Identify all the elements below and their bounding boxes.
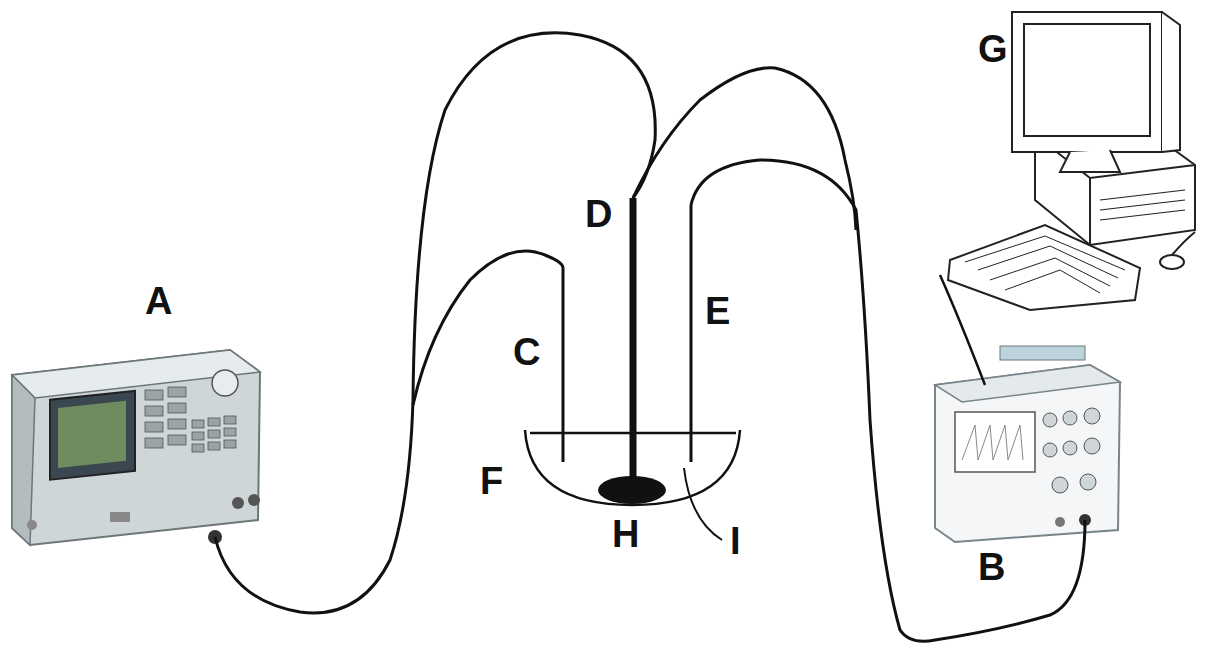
cable [940, 275, 985, 385]
function-generator [12, 350, 260, 545]
part-letter: A [145, 282, 172, 320]
oscilloscope [935, 346, 1120, 542]
electrodes [563, 198, 691, 482]
computer [948, 12, 1195, 310]
wires [215, 33, 1085, 641]
part-letter: B [978, 548, 1005, 586]
part-letter: H [612, 515, 639, 553]
part-letter: D [585, 195, 612, 233]
part-letter: G [978, 30, 1008, 68]
part-letter: E [705, 292, 730, 330]
part-letter: I [730, 522, 741, 560]
part-letter: F [480, 462, 503, 500]
leader-line [684, 468, 722, 540]
part-letter: C [513, 333, 540, 371]
